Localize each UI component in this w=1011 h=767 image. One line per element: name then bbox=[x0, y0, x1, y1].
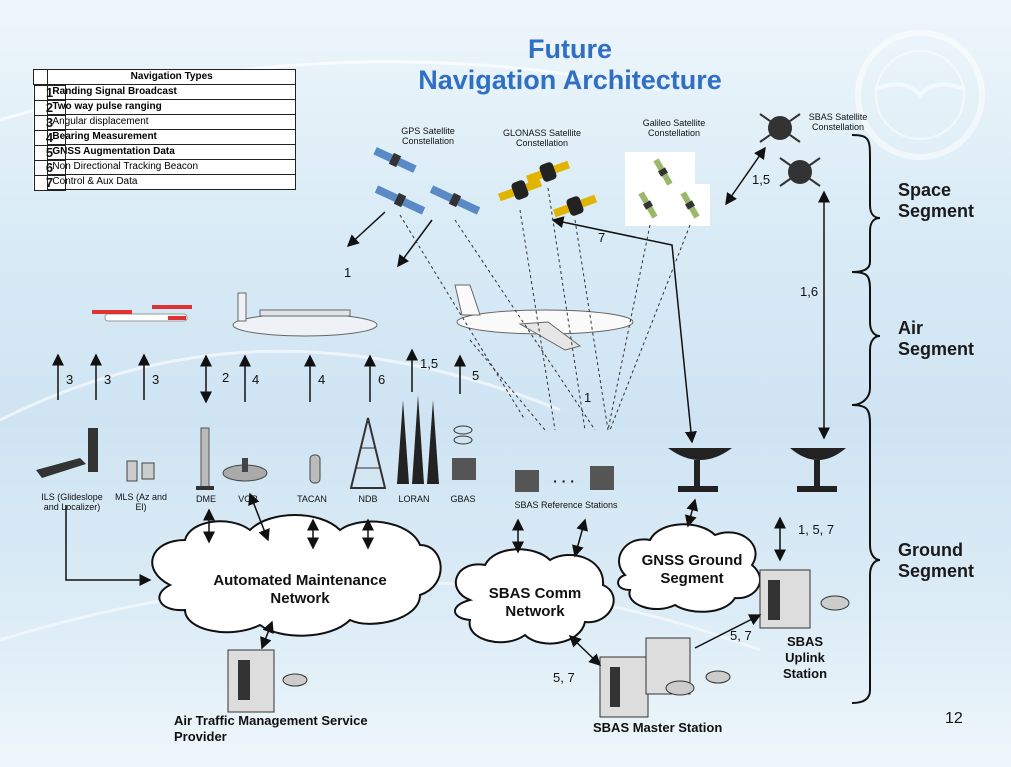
arrow-label: 7 bbox=[598, 230, 606, 245]
transport-aircraft-icon bbox=[232, 292, 378, 337]
mls-label: MLS (Az and El) bbox=[114, 492, 168, 512]
gnss-ground-label: GNSS Ground Segment bbox=[641, 552, 743, 587]
sbas-uplink-server-icon bbox=[759, 569, 850, 629]
sbas-master-label: SBAS Master Station bbox=[593, 720, 723, 735]
tacan-antenna-icon bbox=[309, 454, 321, 484]
arrow-label: 5, 7 bbox=[553, 670, 575, 685]
sbas-comm-network-cloud bbox=[454, 548, 615, 645]
space-segment-label: Space Segment bbox=[898, 180, 975, 221]
gnss-ground-dish-icon bbox=[668, 448, 732, 492]
sbas-reference-station-icon bbox=[515, 466, 614, 492]
arrow-label: 1 bbox=[584, 390, 592, 405]
gps-label: GPS Satellite Constellation bbox=[401, 126, 455, 146]
legend-num: 4 bbox=[33, 129, 66, 146]
legend-text: Two way pulse ranging bbox=[47, 99, 296, 115]
galileo-satellite-icon bbox=[625, 152, 710, 226]
title-line-1: Future bbox=[528, 34, 612, 64]
glonass-satellite-icon bbox=[497, 160, 598, 218]
legend-text: Bearing Measurement bbox=[47, 129, 296, 145]
arrow-label: 3 bbox=[152, 372, 160, 387]
arrow-label: 1,5 bbox=[420, 356, 439, 371]
legend-num: 3 bbox=[33, 114, 66, 131]
loran-tower-icon bbox=[397, 395, 439, 484]
galileo-label: Galileo Satellite Constellation bbox=[642, 118, 706, 138]
arrow-label: 6 bbox=[378, 372, 386, 387]
sbas-uplink-dish-icon bbox=[790, 448, 846, 492]
airliner-icon bbox=[454, 284, 634, 351]
arrow-label: 2 bbox=[222, 370, 230, 385]
arrow-label: 5 bbox=[472, 368, 480, 383]
mls-antenna-icon bbox=[126, 460, 155, 482]
arrow-label: 4 bbox=[252, 372, 260, 387]
dme-antenna-icon bbox=[196, 427, 214, 490]
amn-label: Automated Maintenance Network bbox=[213, 572, 387, 607]
legend-num: 2 bbox=[33, 99, 66, 116]
dotted-signal-rays bbox=[399, 187, 691, 431]
arrow-label: 1,6 bbox=[800, 284, 819, 299]
ils-antenna-icon bbox=[36, 428, 98, 478]
arrow-label: 1,5 bbox=[752, 172, 771, 187]
legend-text: Angular displacement bbox=[47, 114, 296, 130]
legend-text: GNSS Augmentation Data bbox=[47, 144, 296, 160]
arrow-label: 5, 7 bbox=[730, 628, 752, 643]
legend-num: 6 bbox=[33, 159, 66, 176]
air-segment-label: Air Segment bbox=[898, 318, 975, 359]
ndb-label: NDB bbox=[358, 494, 378, 504]
arrow-label: 3 bbox=[66, 372, 74, 387]
legend-num: 5 bbox=[33, 144, 66, 161]
sbas-label: SBAS Satellite Constellation bbox=[808, 112, 868, 132]
atm-server-icon bbox=[227, 649, 308, 713]
glonass-label: GLONASS Satellite Constellation bbox=[502, 128, 582, 148]
tacan-label: TACAN bbox=[297, 494, 327, 504]
ground-segment-label: Ground Segment bbox=[898, 540, 975, 581]
sbas-reference-label: SBAS Reference Stations bbox=[514, 500, 618, 510]
sbas-comm-label: SBAS Comm Network bbox=[488, 585, 582, 620]
legend-text: Randing Signal Broadcast bbox=[47, 84, 296, 100]
legend-text: Control & Aux Data bbox=[47, 174, 296, 190]
vor-label: VOR bbox=[238, 494, 258, 504]
loran-label: LORAN bbox=[398, 494, 430, 504]
legend-header-row: Navigation Types bbox=[32, 69, 296, 85]
legend-num: 7 bbox=[33, 174, 66, 191]
legend-num: 1 bbox=[33, 85, 66, 101]
sbas-master-server-icon bbox=[599, 637, 731, 718]
gps-satellite-icon bbox=[373, 147, 481, 215]
light-aircraft-icon bbox=[92, 305, 192, 322]
slide-title: Future Navigation Architecture bbox=[360, 34, 780, 96]
atm-label: Air Traffic Management Service Provider bbox=[174, 713, 368, 744]
icao-logo bbox=[855, 30, 985, 160]
signal-arrows bbox=[52, 146, 830, 667]
legend-text: Non Directional Tracking Beacon bbox=[47, 159, 296, 175]
sbas-satellite-icon bbox=[759, 113, 821, 187]
ils-label: ILS (Glideslope and Localizer) bbox=[41, 492, 103, 512]
legend-header-blank bbox=[32, 69, 49, 85]
dme-label: DME bbox=[196, 494, 216, 504]
sbas-uplink-label: SBAS Uplink Station bbox=[782, 634, 828, 681]
legend-header: Navigation Types bbox=[47, 69, 296, 85]
arrow-label: 3 bbox=[104, 372, 112, 387]
segment-braces bbox=[851, 134, 881, 704]
title-line-2: Navigation Architecture bbox=[418, 65, 722, 95]
gbas-antenna-icon bbox=[452, 425, 476, 480]
ndb-tower-icon bbox=[349, 417, 387, 489]
arrow-label: 1 bbox=[344, 265, 352, 280]
page-number: 12 bbox=[945, 710, 963, 727]
ellipsis: · · · bbox=[553, 473, 575, 489]
vor-antenna-icon bbox=[222, 458, 268, 482]
gbas-label: GBAS bbox=[450, 494, 476, 504]
arrow-label: 4 bbox=[318, 372, 326, 387]
arrow-label: 1, 5, 7 bbox=[798, 522, 835, 537]
